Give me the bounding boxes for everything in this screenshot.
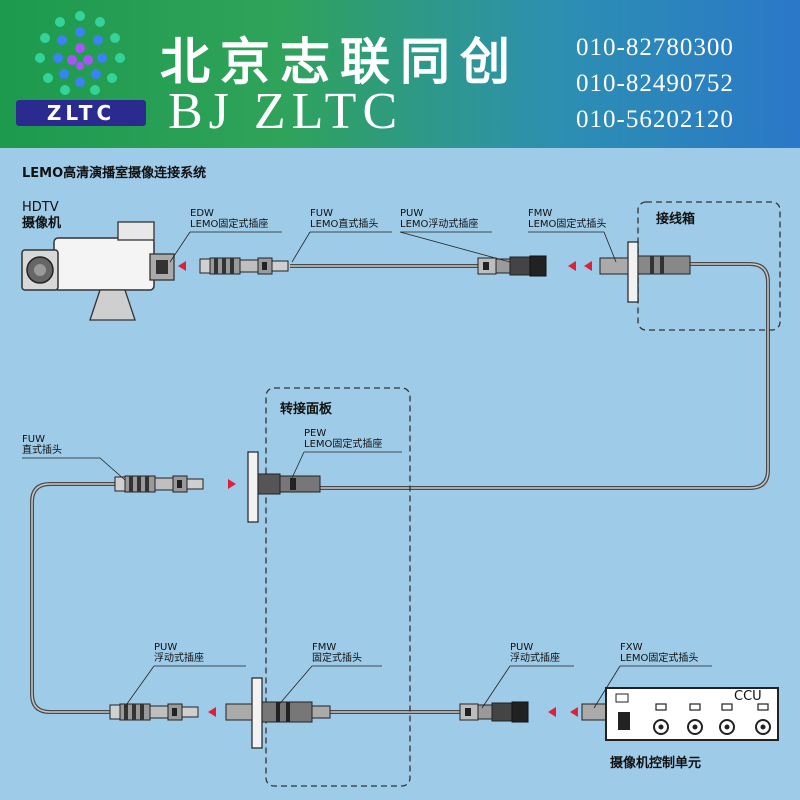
label-fmw-1: FMW LEMO固定式插头 bbox=[528, 208, 606, 230]
patch-panel-plug-fmw bbox=[225, 677, 331, 749]
label-fuw-2-code: FUW bbox=[22, 434, 45, 445]
label-edw-desc: LEMO固定式插座 bbox=[190, 219, 269, 230]
label-fmw-2-code: FMW bbox=[312, 642, 337, 653]
label-puw-2-code: PUW bbox=[154, 642, 178, 653]
camera-label: HDTV 摄像机 bbox=[22, 200, 61, 232]
phone-number-2: 010-82490752 bbox=[576, 70, 734, 97]
label-fuw-1-code: FUW bbox=[310, 208, 333, 219]
label-puw-1-code: PUW bbox=[400, 208, 424, 219]
label-pew-code: PEW bbox=[304, 428, 327, 439]
label-puw-3-desc: 浮动式插座 bbox=[510, 653, 560, 664]
phone-number-1: 010-82780300 bbox=[576, 34, 734, 61]
ccu-label: CCU bbox=[734, 689, 762, 704]
camera-label-line1: HDTV bbox=[22, 200, 59, 215]
company-name-en: BJ ZLTC bbox=[168, 83, 404, 140]
camera-label-line2: 摄像机 bbox=[22, 216, 62, 231]
connector-fuw-1 bbox=[199, 257, 289, 275]
cable-left-loop-inner bbox=[31, 483, 115, 713]
patch-panel-outline bbox=[265, 387, 411, 787]
connector-puw-1 bbox=[477, 255, 547, 277]
arrow-puw-3 bbox=[548, 707, 556, 717]
ccu-unit-icon bbox=[605, 687, 779, 741]
connector-puw-3 bbox=[459, 701, 529, 723]
label-fuw-2: FUW 直式插头 bbox=[22, 434, 62, 456]
header-banner: ZLTC 北京志联同创 BJ ZLTC 010-82780300 010-824… bbox=[0, 0, 800, 148]
cable-left-loop bbox=[30, 482, 115, 714]
label-fmw-1-desc: LEMO固定式插头 bbox=[528, 219, 607, 230]
label-puw-3: PUW 浮动式插座 bbox=[510, 642, 560, 664]
label-puw-1-desc: LEMO浮动式插座 bbox=[400, 219, 479, 230]
patch-panel-socket bbox=[247, 451, 321, 523]
label-fxw-desc: LEMO固定式插头 bbox=[620, 653, 699, 664]
company-dots-logo-icon bbox=[35, 11, 125, 95]
label-puw-2: PUW 浮动式插座 bbox=[154, 642, 204, 664]
label-fxw: FXW LEMO固定式插头 bbox=[620, 642, 698, 664]
arrow-puw-2 bbox=[208, 707, 216, 717]
junction-box-outline bbox=[637, 201, 781, 331]
ccu-caption: 摄像机控制单元 bbox=[610, 756, 702, 771]
label-edw: EDW LEMO固定式插座 bbox=[190, 208, 268, 230]
label-fmw-2: FMW 固定式插头 bbox=[312, 642, 362, 664]
label-pew-desc: LEMO固定式插座 bbox=[304, 439, 383, 450]
junction-box-panel bbox=[599, 241, 691, 303]
label-fuw-2-desc: 直式插头 bbox=[22, 445, 62, 456]
company-name-cn: 北京志联同创 bbox=[160, 32, 520, 91]
connector-fuw-2 bbox=[114, 475, 204, 493]
label-puw-1: PUW LEMO浮动式插座 bbox=[400, 208, 478, 230]
label-fmw-1-code: FMW bbox=[528, 208, 553, 219]
cable-main-loop-inner bbox=[300, 263, 769, 489]
label-fmw-2-desc: 固定式插头 bbox=[312, 653, 362, 664]
label-fuw-1: FUW LEMO直式插头 bbox=[310, 208, 378, 230]
label-edw-code: EDW bbox=[190, 208, 214, 219]
connector-puw-2 bbox=[109, 703, 199, 721]
arrow-fxw bbox=[570, 707, 578, 717]
label-leader-lines bbox=[22, 231, 712, 709]
junction-box-title: 接线箱 bbox=[656, 212, 696, 227]
phone-number-3: 010-56202120 bbox=[576, 106, 734, 133]
label-fuw-1-desc: LEMO直式插头 bbox=[310, 219, 379, 230]
label-puw-3-code: PUW bbox=[510, 642, 534, 653]
arrow-puw-fmw bbox=[568, 261, 576, 271]
diagram-title: LEMO高清演播室摄像连接系统 bbox=[22, 166, 207, 181]
label-puw-2-desc: 浮动式插座 bbox=[154, 653, 204, 664]
company-logo-text: ZLTC bbox=[16, 100, 146, 126]
hdtv-camera-icon bbox=[21, 221, 175, 321]
label-pew: PEW LEMO固定式插座 bbox=[304, 428, 382, 450]
arrow-fmw bbox=[584, 261, 592, 271]
label-fxw-code: FXW bbox=[620, 642, 643, 653]
patch-panel-title: 转接面板 bbox=[280, 402, 333, 417]
arrow-edw bbox=[178, 261, 186, 271]
arrow-fuw-2 bbox=[228, 479, 236, 489]
cable-main-loop bbox=[300, 262, 770, 490]
